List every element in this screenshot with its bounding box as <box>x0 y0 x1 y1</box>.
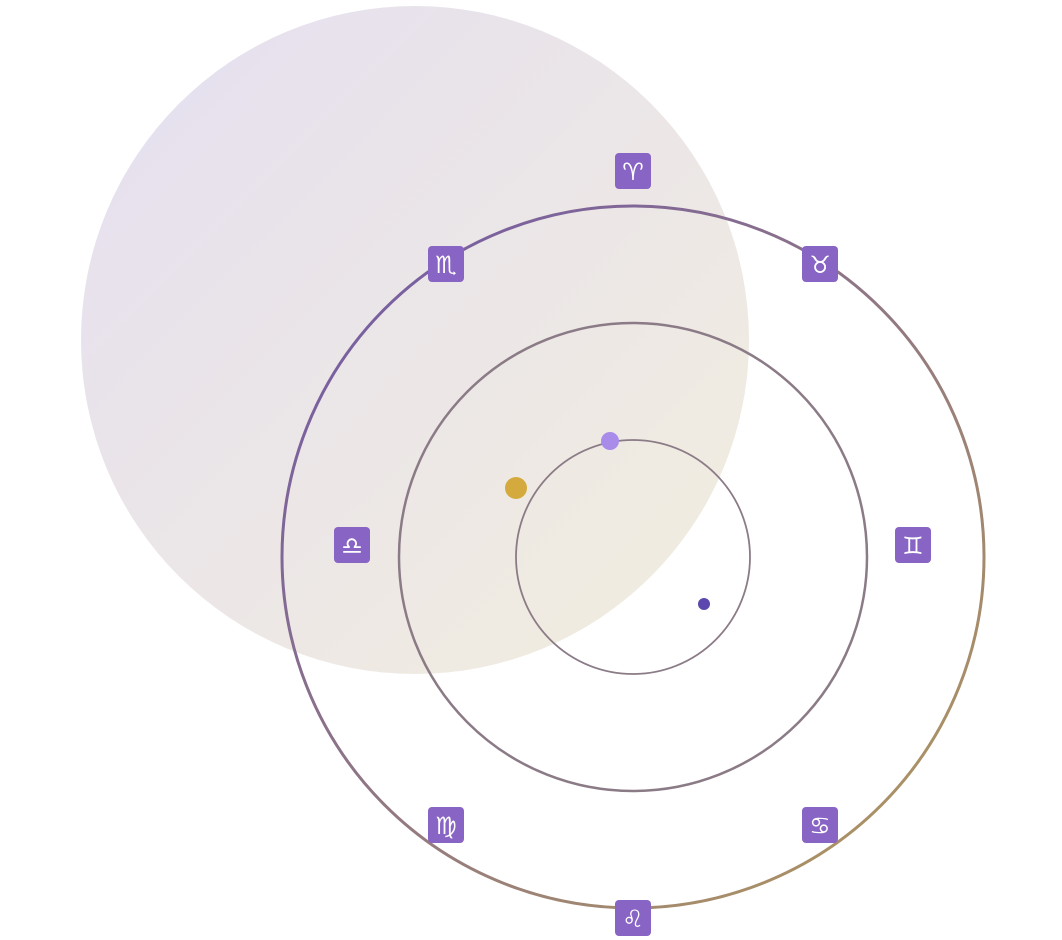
scorpio-glyph-icon: ♏ <box>435 251 457 279</box>
libra-glyph-icon: ♎ <box>341 532 363 560</box>
leo-glyph-icon: ♌ <box>622 905 644 933</box>
sign-badge-taurus: ♉ <box>802 246 838 282</box>
orbit-dot-indigo <box>698 598 710 610</box>
taurus-glyph-icon: ♉ <box>809 251 831 279</box>
cancer-glyph-icon: ♋ <box>809 812 831 840</box>
orbit-dot-gold <box>505 477 527 499</box>
sign-badge-libra: ♎ <box>334 527 370 563</box>
virgo-badge-bg <box>428 807 464 843</box>
gemini-glyph-icon: ♊ <box>902 532 924 560</box>
inner-ring <box>515 439 751 675</box>
sign-badge-virgo: ♍ <box>428 807 464 843</box>
zodiac-sign-badges: ♈ ♉ ♊ ♋ ♌ ♍ ♎ ♏ <box>334 153 931 936</box>
taurus-badge-bg <box>802 246 838 282</box>
orbit-dot-lilac <box>601 432 619 450</box>
scorpio-badge-bg <box>428 246 464 282</box>
sign-badge-aries: ♈ <box>615 153 651 189</box>
sign-badge-scorpio: ♏ <box>428 246 464 282</box>
aries-badge-bg <box>615 153 651 189</box>
libra-badge-bg <box>334 527 370 563</box>
backdrop-circle <box>81 6 749 674</box>
sign-badge-gemini: ♊ <box>895 527 931 563</box>
gemini-badge-bg <box>895 527 931 563</box>
middle-ring <box>397 321 869 793</box>
sign-badge-leo: ♌ <box>615 900 651 936</box>
sign-badge-cancer: ♋ <box>802 807 838 843</box>
cancer-badge-bg <box>802 807 838 843</box>
virgo-glyph-icon: ♍ <box>435 812 457 840</box>
leo-badge-bg <box>615 900 651 936</box>
aries-glyph-icon: ♈ <box>622 158 644 186</box>
